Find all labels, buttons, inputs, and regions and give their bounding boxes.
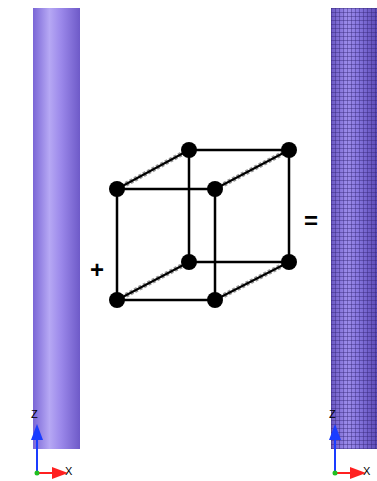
axis-triad [333, 432, 359, 476]
axis-triad [35, 432, 61, 476]
solid-cylinder [33, 8, 80, 449]
axis-label: Z [31, 409, 38, 420]
axis-label: X [363, 466, 370, 477]
mesh-grid [331, 8, 377, 449]
equals-sign: = [304, 209, 318, 233]
meshed-cylinder [331, 8, 377, 449]
axis-label: Z [329, 409, 336, 420]
hex-element [109, 142, 297, 308]
axis-label: X [65, 466, 72, 477]
plus-sign: + [90, 258, 104, 282]
